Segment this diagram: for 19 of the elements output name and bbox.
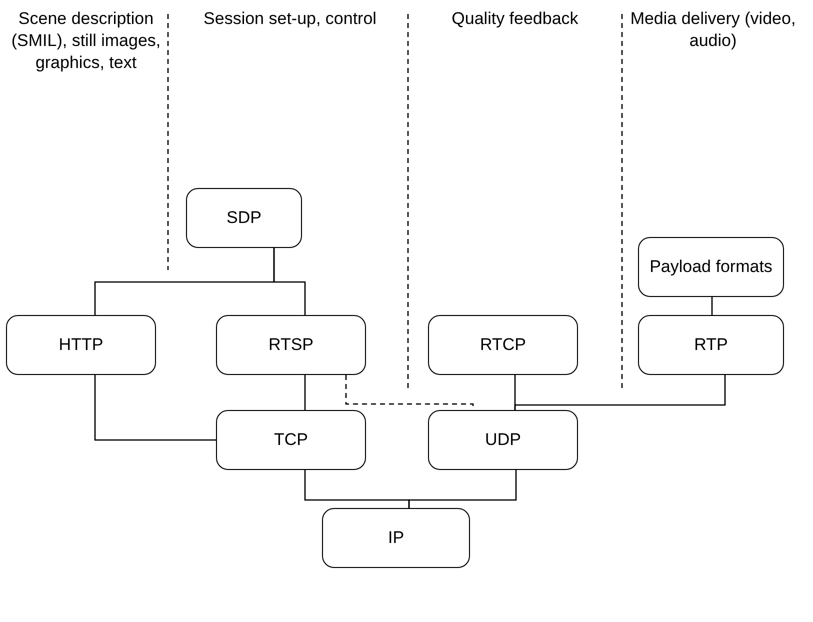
- protocol-box: TCP: [216, 410, 366, 470]
- column-heading: Media delivery (video, audio): [629, 8, 797, 52]
- connector-line: [514, 375, 726, 410]
- protocol-box: Payload formats: [638, 237, 784, 297]
- protocol-box: RTCP: [428, 315, 578, 375]
- column-heading: Quality feedback: [450, 8, 580, 30]
- connector-line: [273, 248, 306, 315]
- protocol-box: IP: [322, 508, 470, 568]
- connector-line: [408, 470, 517, 508]
- protocol-box: RTSP: [216, 315, 366, 375]
- connector-line: [94, 375, 216, 441]
- connector-line: [711, 297, 713, 315]
- protocol-box: HTTP: [6, 315, 156, 375]
- column-heading: Session set-up, control: [202, 8, 378, 30]
- protocol-box: UDP: [428, 410, 578, 470]
- protocol-box: RTP: [638, 315, 784, 375]
- column-heading: Scene description (SMIL), still images, graphics, text: [10, 8, 162, 74]
- protocol-box: SDP: [186, 188, 302, 248]
- connector-line: [304, 375, 306, 410]
